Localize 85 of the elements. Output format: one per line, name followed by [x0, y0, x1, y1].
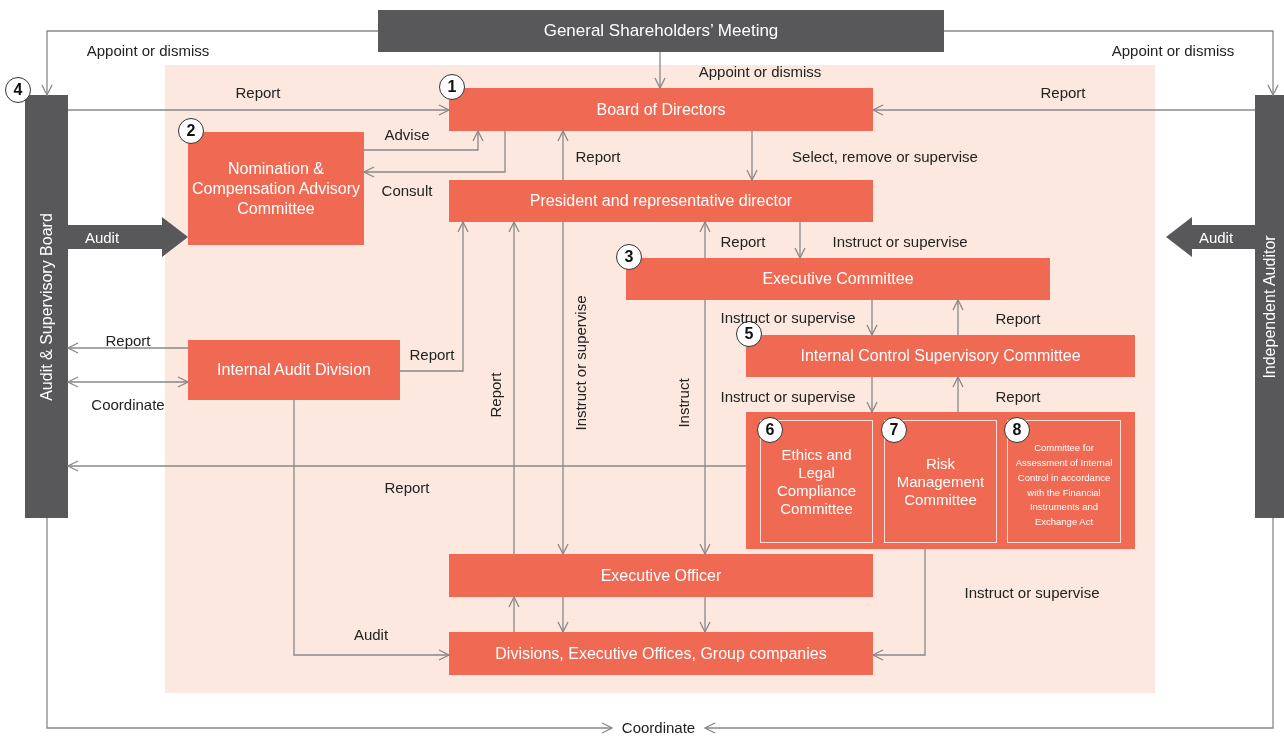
edge-label: Report	[486, 372, 504, 418]
edge-label: Instruct or supervise	[720, 387, 856, 405]
connector-arrow	[67, 376, 189, 388]
node-label: Coordinate	[621, 719, 696, 738]
connector-arrow	[872, 548, 926, 661]
edge-label: Audit	[353, 625, 389, 643]
edge-label: Report	[409, 345, 455, 363]
edge-label: Advise	[384, 125, 430, 143]
process-box	[449, 632, 873, 675]
box-label: Internal Control Supervisory Committee	[800, 346, 1081, 366]
edge-label: Report	[720, 232, 766, 250]
connector-arrow	[508, 596, 520, 633]
meeting-box	[378, 10, 944, 52]
connector-arrow	[508, 221, 520, 555]
box-label: Ethics and Legal Compliance Committee	[775, 445, 858, 518]
connector-arrow	[866, 299, 878, 336]
edge-label: Consult	[381, 181, 433, 199]
process-box	[188, 340, 400, 400]
connector-arrow	[363, 130, 506, 178]
edge-label: Select, remove or supervise	[792, 147, 978, 165]
auditor-bar	[1255, 95, 1284, 518]
edge-label: Report	[995, 309, 1041, 327]
edge-label: Report	[384, 478, 430, 496]
block-arrow	[1166, 217, 1255, 257]
connector-arrow	[67, 342, 189, 354]
process-box	[449, 180, 873, 222]
box-label: Internal Audit Division	[217, 360, 371, 380]
process-box	[449, 554, 873, 597]
callout-number: 7	[881, 417, 907, 443]
edge-label: Instruct or supervise	[832, 232, 968, 250]
edge-label: Appoint or dismiss	[698, 62, 822, 80]
connector-arrow	[41, 30, 379, 96]
connector-arrow	[363, 130, 484, 151]
committee-group-box	[746, 412, 1135, 549]
connector-arrow	[872, 104, 1256, 116]
connector-arrow	[943, 30, 1279, 96]
box-label: Audit & Supervisory Board	[36, 212, 56, 401]
box-label: Board of Directors	[596, 99, 726, 120]
edge-label: Audit	[1198, 228, 1234, 246]
box-label: Committee for Assessment of Internal Control in accordance with the Financial Instruments and Exchange Act	[1014, 441, 1114, 529]
process-box	[884, 420, 997, 543]
callout-number: 4	[5, 77, 31, 103]
connector-arrow	[46, 517, 613, 734]
callout-number: 8	[1004, 417, 1030, 443]
edge-label: Instruct or supervise	[571, 295, 589, 431]
connector-arrow	[704, 517, 1274, 734]
edge-label: Report	[995, 387, 1041, 405]
connector-arrow	[557, 221, 569, 555]
box-label: General Shareholders’ Meeting	[543, 20, 779, 42]
connector-arrow	[67, 104, 450, 116]
process-box	[1007, 420, 1121, 543]
connector-arrow	[794, 221, 806, 259]
connector-arrow	[866, 376, 878, 413]
connector-arrow	[399, 221, 469, 372]
box-label: Nomination & Compensation Advisory Committee	[190, 158, 362, 219]
edge-label: Report	[105, 331, 151, 349]
connector-arrow	[557, 596, 569, 633]
box-label: Risk Management Committee	[895, 454, 986, 509]
connector-arrow	[67, 460, 747, 472]
connector-arrow	[699, 596, 711, 633]
block-arrow	[68, 217, 188, 257]
connector-arrow	[557, 130, 569, 181]
edge-label: Report	[1040, 83, 1086, 101]
edge-label: Appoint or dismiss	[86, 41, 210, 59]
edge-label: Instruct or supervise	[964, 583, 1100, 601]
connector-arrow	[654, 51, 666, 89]
edge-label: Report	[575, 147, 621, 165]
edge-label: Report	[235, 83, 281, 101]
connector-arrow	[699, 299, 711, 555]
process-box	[760, 420, 873, 543]
callout-number: 6	[757, 417, 783, 443]
edge-label: Appoint or dismiss	[1111, 41, 1235, 59]
connector-arrow	[699, 221, 711, 259]
box-label: President and representative director	[529, 191, 793, 211]
box-label: Executive Officer	[600, 565, 722, 586]
connector-arrow	[746, 130, 758, 181]
edge-label: Audit	[84, 228, 120, 246]
edge-label: Coordinate	[91, 395, 165, 413]
box-label: Independent Auditor	[1259, 234, 1279, 379]
connector-arrow	[952, 376, 964, 413]
edge-label: Instruct	[674, 378, 692, 428]
connector-arrow	[952, 299, 964, 336]
box-label: Divisions, Executive Offices, Group companies	[495, 643, 827, 664]
connector-arrow	[293, 399, 450, 661]
box-label: Executive Committee	[762, 269, 914, 289]
